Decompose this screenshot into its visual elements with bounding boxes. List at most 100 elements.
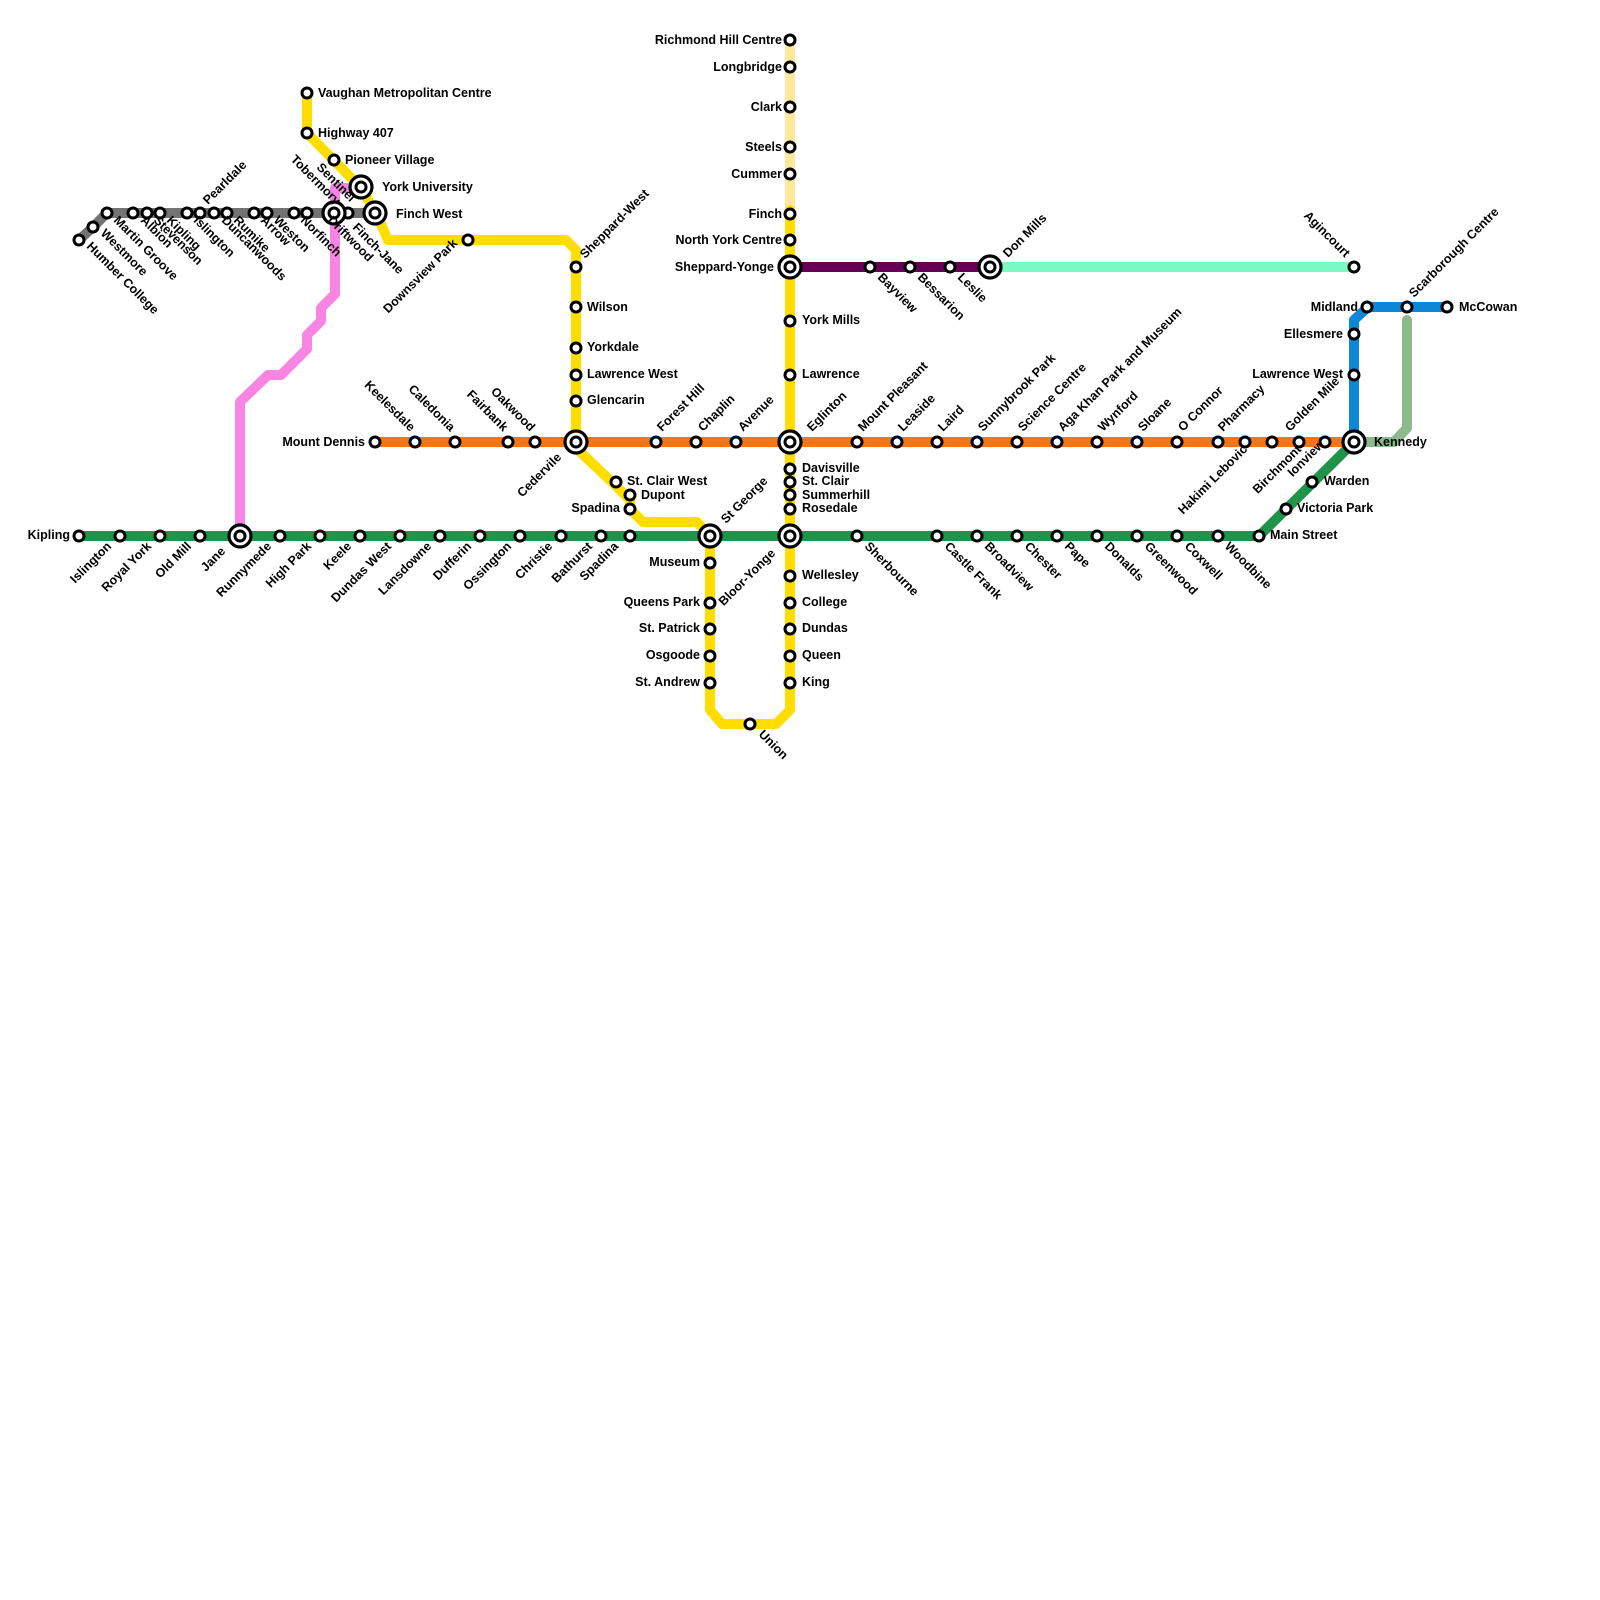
station-dot: [126, 206, 140, 220]
station-dot: [569, 260, 583, 274]
label-clark: Clark: [751, 100, 782, 114]
station-wellesley: [783, 569, 797, 583]
station-queen: [783, 649, 797, 663]
label-donlands: Donalds: [1102, 539, 1147, 584]
station-duncanwoods: [207, 206, 221, 220]
label-st-george: St George: [718, 474, 770, 526]
label-woodbine: Woodbine: [1222, 539, 1274, 591]
station-dot: [1130, 529, 1144, 543]
line-3-extension: [1349, 315, 1412, 447]
station-dot: [623, 488, 637, 502]
station-dot: [623, 502, 637, 516]
station-dot: [783, 167, 797, 181]
station-dot: [247, 206, 261, 220]
label-keelesdale: Keelesdale: [362, 378, 418, 434]
station-dot: [72, 233, 86, 247]
station-stevenson: [140, 206, 154, 220]
station-dot: [513, 529, 527, 543]
station-college: [783, 596, 797, 610]
station-dot: [433, 529, 447, 543]
station-sheppard-west: [569, 260, 583, 274]
station-dot: [554, 529, 568, 543]
station-broadview: [970, 529, 984, 543]
station-dot: [609, 475, 623, 489]
station-mccowan: [1440, 300, 1454, 314]
station-dot: [1347, 368, 1361, 382]
station-sherbourne: [850, 529, 864, 543]
station-vaughan: [300, 86, 314, 100]
station-dot: [368, 435, 382, 449]
station-dot: [1347, 260, 1361, 274]
station-bayview: [863, 260, 877, 274]
station-dot: [569, 394, 583, 408]
station-dot: [783, 33, 797, 47]
station-downsview: [461, 233, 475, 247]
station-dot: [783, 233, 797, 247]
station-dot: [970, 435, 984, 449]
station-dot: [1170, 529, 1184, 543]
label-jane: Jane: [198, 544, 228, 574]
station-dot: [569, 368, 583, 382]
station-dot: [649, 435, 663, 449]
label-mount-dennis: Mount Dennis: [282, 435, 365, 449]
station-dot: [1211, 529, 1225, 543]
station-dot: [1318, 435, 1332, 449]
label-cummer: Cummer: [731, 167, 782, 181]
station-dot: [1130, 435, 1144, 449]
station-dot: [1211, 435, 1225, 449]
label-mount-pleasant: Mount Pleasant: [855, 358, 931, 434]
station-davisville: [783, 462, 797, 476]
station-hakimi: [1238, 435, 1252, 449]
station-ellesmere: [1347, 327, 1361, 341]
label-mccowan: McCowan: [1459, 300, 1517, 314]
station-keelesdale: [408, 435, 422, 449]
station-dot: [623, 529, 637, 543]
label-king: King: [802, 675, 830, 689]
station-bathurst: [594, 529, 608, 543]
station-dot: [1010, 435, 1024, 449]
station-dot: [86, 220, 100, 234]
station-leaside: [890, 435, 904, 449]
station-sheppard-yonge: [777, 254, 803, 280]
label-queen: Queen: [802, 648, 841, 662]
station-spadina-l1: [623, 502, 637, 516]
station-dot: [1050, 435, 1064, 449]
station-dot: [113, 529, 127, 543]
station-cummer: [783, 167, 797, 181]
interchange-core: [327, 206, 341, 220]
station-old-mill: [193, 529, 207, 543]
label-eglinton: Eglinton: [804, 389, 849, 434]
station-tobermory: [300, 206, 314, 220]
station-dot: [353, 529, 367, 543]
station-dot: [448, 435, 462, 449]
station-islington-l2: [113, 529, 127, 543]
interchange-core: [1347, 435, 1361, 449]
label-pearldale: Pearldale: [200, 158, 249, 207]
label-st-patrick: St. Patrick: [639, 621, 700, 635]
label-st-andrew: St. Andrew: [635, 675, 700, 689]
label-sheppard-west: Sheppard-West: [577, 186, 652, 261]
station-pioneer: [327, 153, 341, 167]
station-dot: [970, 529, 984, 543]
station-pharmacy: [1211, 435, 1225, 449]
station-eglinton: [777, 429, 803, 455]
line-6-finch-west: [74, 208, 381, 245]
station-kipling-l2: [72, 529, 86, 543]
station-museum: [703, 556, 717, 570]
station-bessarion: [903, 260, 917, 274]
label-spadina-l1: Spadina: [571, 501, 621, 515]
station-don-mills: [977, 254, 1003, 280]
station-warden: [1305, 475, 1319, 489]
label-dundas: Dundas: [802, 621, 848, 635]
station-dot: [783, 207, 797, 221]
station-mount-pleasant: [850, 435, 864, 449]
station-lawrence-east: [1347, 368, 1361, 382]
station-avenue: [729, 435, 743, 449]
station-dot: [783, 596, 797, 610]
label-sloane: Sloane: [1135, 395, 1174, 434]
station-dot: [1279, 502, 1293, 516]
label-richmond-hill: Richmond Hill Centre: [655, 33, 782, 47]
label-davisville: Davisville: [802, 461, 860, 475]
station-dot: [863, 260, 877, 274]
station-dot: [783, 488, 797, 502]
